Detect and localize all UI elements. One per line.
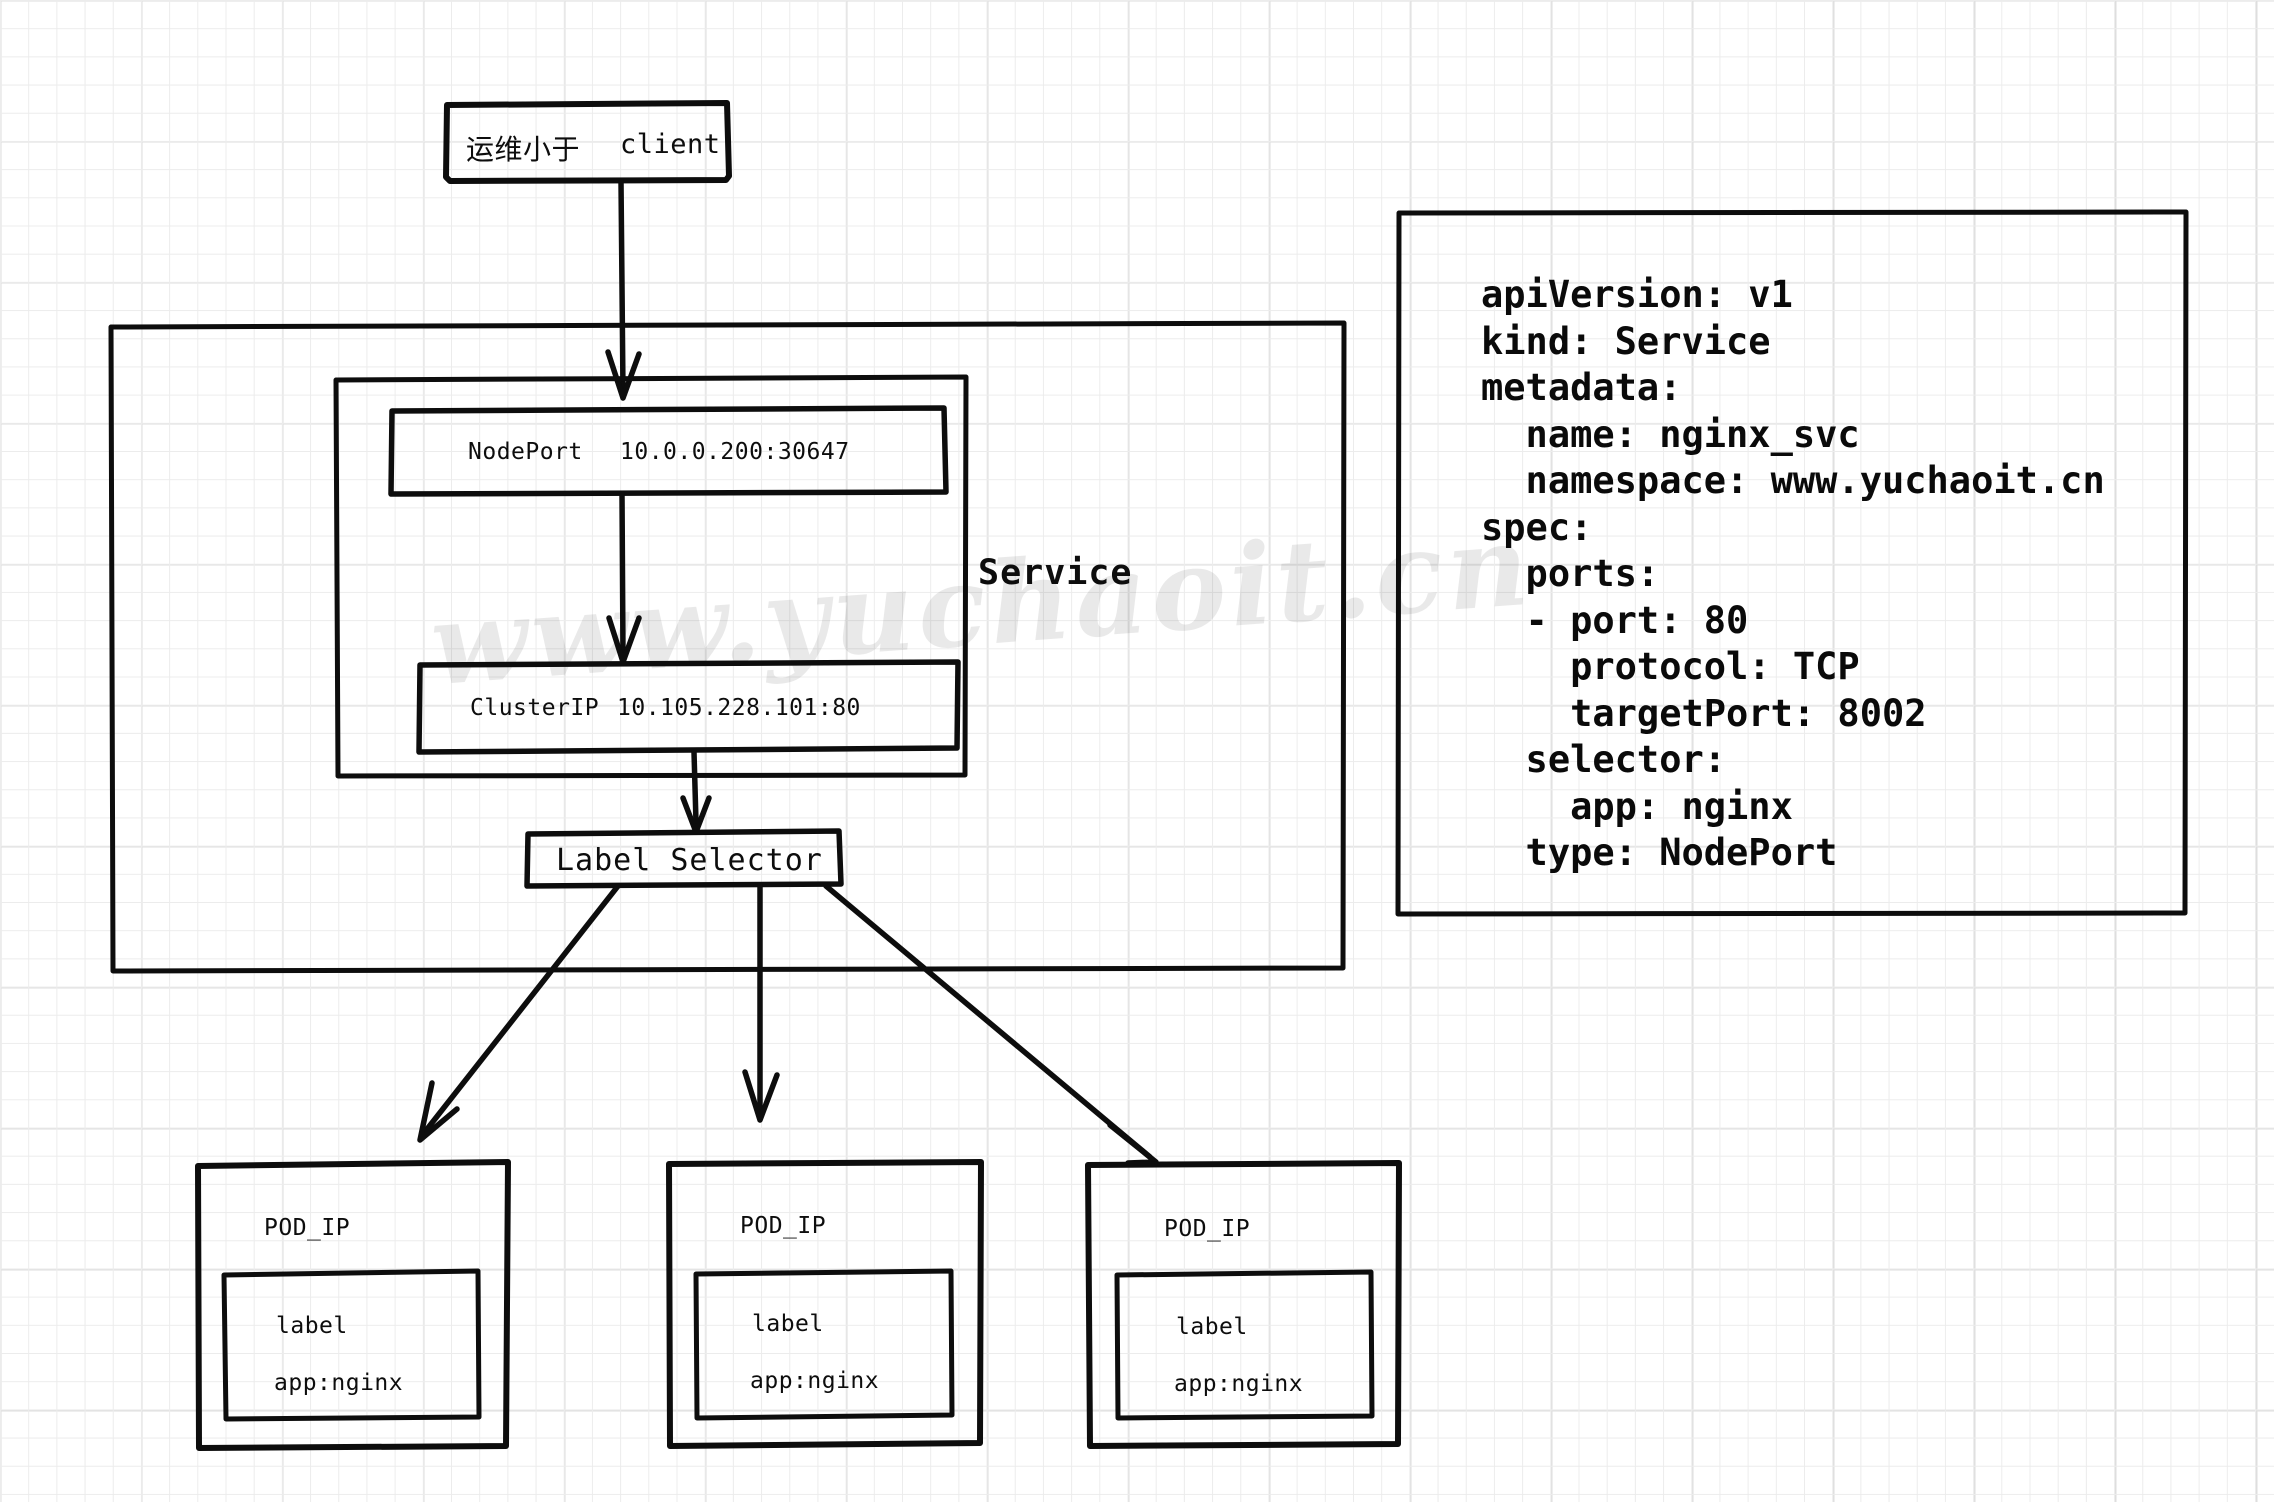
watermark-text: www.yuchaoit.cn: [426, 499, 1537, 712]
client-box-en-label: client: [620, 129, 721, 160]
service-title-label: Service: [978, 553, 1133, 593]
arrowhead-selector-to-pod-3: [1107, 1122, 1159, 1166]
arrowhead-clusterip-to-label-selector: [680, 795, 712, 835]
arrowhead-selector-to-pod-2: [742, 1069, 780, 1123]
nodeport-name-label: NodePort: [468, 439, 583, 465]
pod-box-1-label-box: [221, 1268, 482, 1422]
clusterip-name-label: ClusterIP: [470, 695, 600, 721]
pod-box-2-outer: [666, 1159, 984, 1449]
yaml-spec-text: apiVersion: v1 kind: Service metadata: n…: [1481, 273, 2105, 874]
client-box-cn-label: 运维小于: [466, 133, 581, 166]
pod-2-label-value: app:nginx: [750, 1368, 880, 1394]
arrow-selector-to-pod-3: [823, 883, 1153, 1160]
label-selector-label: Label Selector: [556, 843, 823, 878]
pod-1-label-heading: label: [276, 1313, 348, 1339]
pod-box-2-label-box: [693, 1268, 955, 1421]
arrow-selector-to-pod-1: [421, 883, 621, 1136]
pod-box-1-outer: [195, 1159, 511, 1451]
arrow-client-to-nodeport: [618, 178, 626, 395]
pod-1-label-value: app:nginx: [274, 1370, 404, 1396]
pod-box-3-outer: [1085, 1160, 1402, 1449]
clusterip-address-label: 10.105.228.101:80: [617, 695, 861, 721]
pod-3-label-heading: label: [1176, 1314, 1248, 1340]
pod-3-label-value: app:nginx: [1174, 1371, 1304, 1397]
arrow-clusterip-to-label-selector: [691, 749, 699, 825]
arrowhead-selector-to-pod-1: [417, 1080, 460, 1143]
nodeport-address-label: 10.0.0.200:30647: [620, 439, 850, 465]
arrowhead-client-to-nodeport: [605, 349, 642, 401]
pod-3-title: POD_IP: [1164, 1216, 1251, 1242]
pod-1-title: POD_IP: [264, 1215, 351, 1241]
pod-2-label-heading: label: [752, 1311, 824, 1337]
pod-2-title: POD_IP: [740, 1213, 827, 1239]
